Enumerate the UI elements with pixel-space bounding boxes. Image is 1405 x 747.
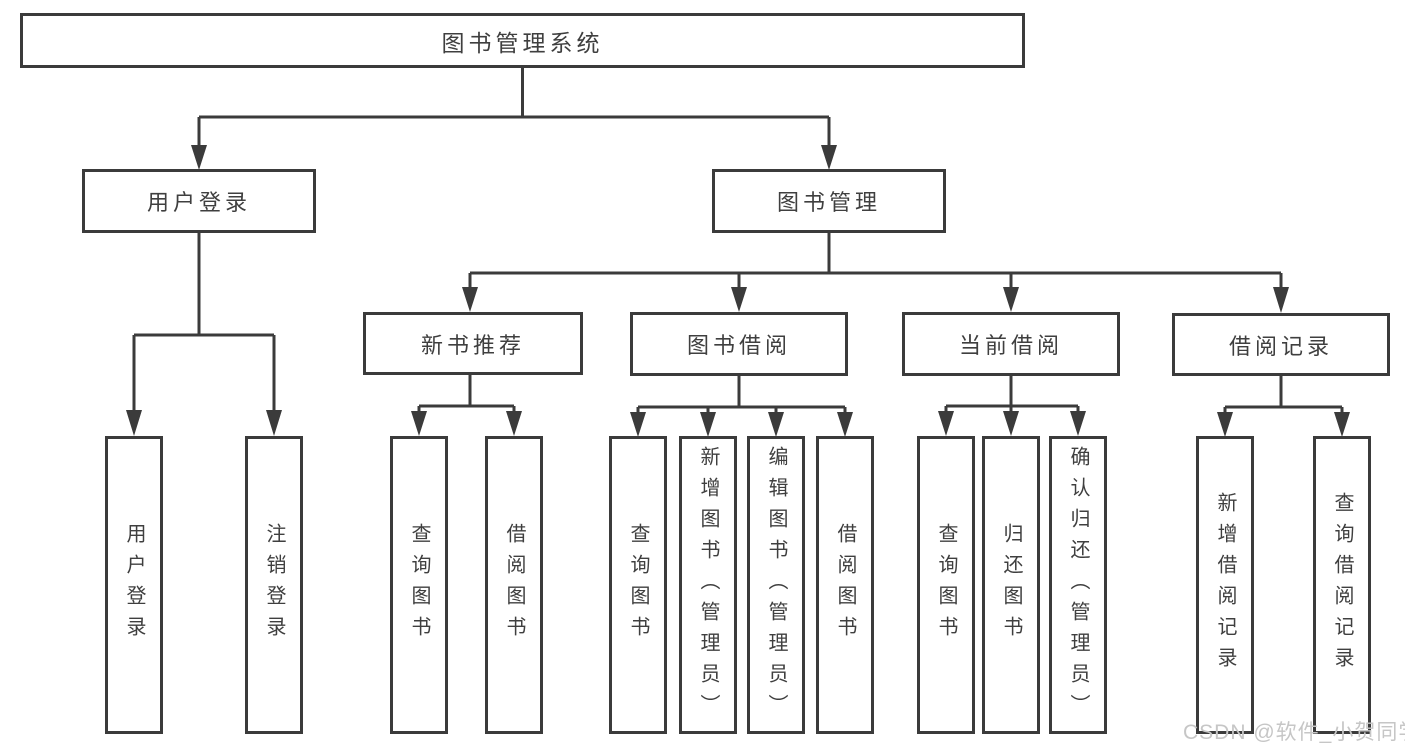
leaf-label: 借阅图书 (503, 523, 525, 647)
leaf-add-books-admin: 新增图书（管理员） (679, 436, 737, 734)
node-book-borrowing: 图书借阅 (630, 312, 848, 376)
node-current-borrowing: 当前借阅 (902, 312, 1120, 376)
leaf-label: 编辑图书（管理员） (765, 445, 787, 725)
leaf-edit-books-admin: 编辑图书（管理员） (747, 436, 805, 734)
csdn-watermark: CSDN @软件_小贺同学 (1183, 721, 1405, 744)
leaf-borrow-books: 借阅图书 (816, 436, 874, 734)
leaf-query-books-current: 查询图书 (917, 436, 975, 734)
arrowheads (126, 145, 1350, 437)
leaf-query-books-borrow: 查询图书 (609, 436, 667, 734)
leaf-label: 归还图书 (1000, 523, 1022, 647)
leaf-label: 查询借阅记录 (1331, 492, 1353, 678)
leaf-label: 查询图书 (627, 523, 649, 647)
node-borrowing-records: 借阅记录 (1172, 313, 1390, 376)
leaf-logout-login: 注销登录 (245, 436, 303, 734)
leaf-label: 查询图书 (935, 523, 957, 647)
node-library-management-system: 图书管理系统 (20, 13, 1025, 68)
leaf-label: 用户登录 (123, 523, 145, 647)
leaf-label: 借阅图书 (834, 523, 856, 647)
node-new-book-recommendation: 新书推荐 (363, 312, 583, 375)
leaf-label: 注销登录 (263, 523, 285, 647)
leaf-label: 确认归还（管理员） (1067, 445, 1089, 725)
leaf-return-books: 归还图书 (982, 436, 1040, 734)
node-book-management: 图书管理 (712, 169, 946, 233)
leaf-confirm-return-admin: 确认归还（管理员） (1049, 436, 1107, 734)
leaf-user-login: 用户登录 (105, 436, 163, 734)
leaf-query-borrow-record: 查询借阅记录 (1313, 436, 1371, 734)
leaf-label: 新增图书（管理员） (697, 445, 719, 725)
leaf-label: 新增借阅记录 (1214, 492, 1236, 678)
leaf-label: 查询图书 (408, 523, 430, 647)
leaf-query-books-recommend: 查询图书 (390, 436, 448, 734)
leaf-add-borrow-record: 新增借阅记录 (1196, 436, 1254, 734)
node-user-login: 用户登录 (82, 169, 316, 233)
leaf-borrow-books-recommend: 借阅图书 (485, 436, 543, 734)
